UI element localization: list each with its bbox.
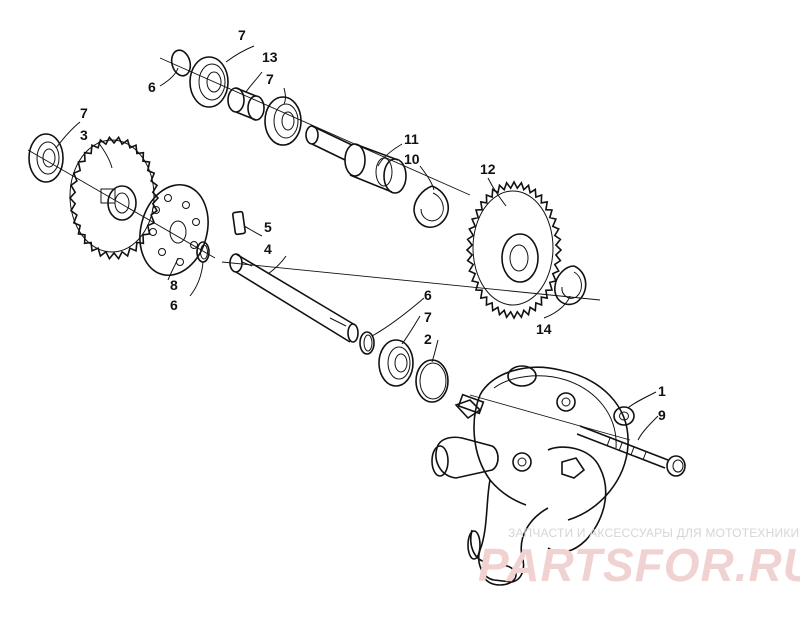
watermark-caption: ЗАПЧАСТИ И АКСЕССУАРЫ ДЛЯ МОТОТЕХНИКИ: [508, 526, 800, 540]
watermark-brand: PARTSFOR.RU: [478, 539, 800, 591]
callout-5: 5: [264, 219, 272, 235]
gear-3: [68, 135, 160, 261]
spacer-sleeve: [227, 87, 265, 121]
snap-ring-10: [413, 185, 450, 228]
callout-14: 14: [536, 321, 552, 337]
gear-12: [465, 180, 563, 320]
main-shaft: [229, 253, 359, 343]
pin-5: [231, 210, 247, 236]
callout-7-top-left: 7: [238, 27, 246, 43]
axis-lines: [27, 57, 631, 441]
plate-8: [139, 183, 209, 277]
callout-7-left: 7: [80, 105, 88, 121]
snap-ring-top: [170, 49, 192, 77]
callout-2: 2: [424, 331, 432, 347]
snap-ring-middle-right: [359, 331, 375, 355]
callout-labels: 6 7 13 7 7 3 11 10 12 5 4 8 6 6 7 2 14 1…: [80, 27, 666, 423]
callout-1: 1: [658, 383, 666, 399]
o-ring-2: [415, 359, 449, 403]
callout-6-top: 6: [148, 79, 156, 95]
callout-8: 8: [170, 277, 178, 293]
callout-9: 9: [658, 407, 666, 423]
callout-7-top-right: 7: [266, 71, 274, 87]
callout-13: 13: [262, 49, 278, 65]
callout-10: 10: [404, 151, 420, 167]
leader-lines: [55, 45, 659, 441]
bolt-9: [576, 425, 686, 477]
callout-11: 11: [404, 131, 419, 147]
bearing-top-left: [189, 56, 229, 108]
callout-4: 4: [264, 241, 272, 257]
callout-6-middle-left: 6: [170, 297, 178, 313]
callout-7-lower: 7: [424, 309, 432, 325]
upper-shaft: [305, 125, 407, 194]
callout-3: 3: [80, 127, 88, 143]
callout-12: 12: [480, 161, 496, 177]
snap-ring-middle-left: [196, 241, 210, 263]
callout-6-middle-right: 6: [424, 287, 432, 303]
bearing-lower: [378, 339, 414, 387]
bearing-top-right: [264, 96, 302, 146]
pump-housing: [431, 365, 635, 586]
snap-ring-14: [554, 265, 587, 306]
bearing-left: [28, 133, 64, 183]
